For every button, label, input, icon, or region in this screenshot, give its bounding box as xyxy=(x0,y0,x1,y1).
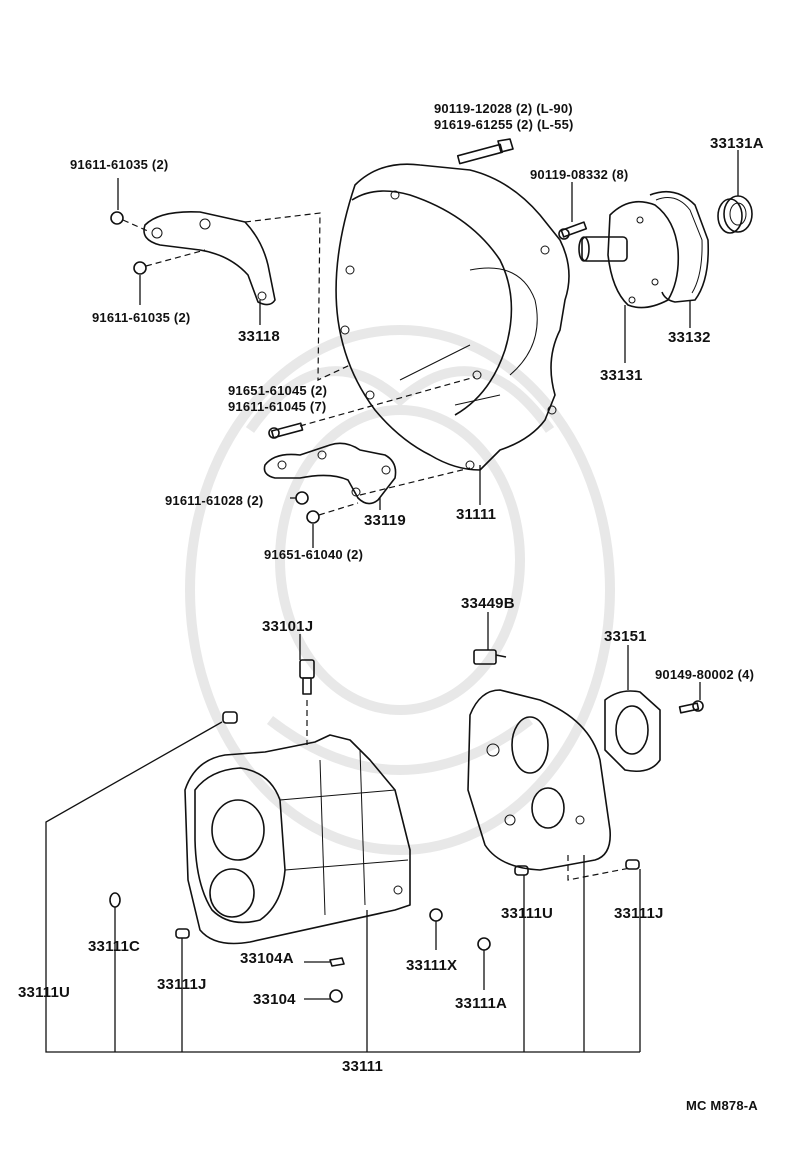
plug-33101J xyxy=(299,659,315,695)
bracket-33118 xyxy=(143,210,276,306)
diagram-code: MC M878-A xyxy=(686,1098,758,1113)
label-91611-61035-bottom: 91611-61035 (2) xyxy=(92,310,191,325)
dowel-33111J-right xyxy=(625,859,640,870)
label-31111: 31111 xyxy=(456,506,497,523)
label-33101J: 33101J xyxy=(262,618,314,635)
label-91651-61045: 91651-61045 (2) xyxy=(228,383,328,398)
bolt-90149-80002 xyxy=(678,700,704,714)
bracket-33119 xyxy=(263,442,397,505)
plug-33111X xyxy=(429,908,443,922)
label-91611-61045: 91611-61045 (7) xyxy=(228,399,327,414)
label-91619-61255: 91619-61255 (2) (L-55) xyxy=(434,117,574,132)
label-91611-61028: 91611-61028 (2) xyxy=(165,493,264,508)
label-90119-12028: 90119-12028 (2) (L-90) xyxy=(434,101,573,116)
label-91611-61035-top: 91611-61035 (2) xyxy=(70,157,169,172)
label-33111C: 33111C xyxy=(88,938,141,955)
label-33111U-right: 33111U xyxy=(501,905,554,922)
label-33111U-left: 33111U xyxy=(18,984,71,1001)
retainer-33131 xyxy=(578,200,680,309)
leader-lines xyxy=(45,150,739,1053)
oil-seal-33131A xyxy=(717,195,753,234)
label-33132: 33132 xyxy=(668,329,711,346)
plug-33104 xyxy=(329,989,343,1003)
label-33449B: 33449B xyxy=(461,595,515,612)
label-33118: 33118 xyxy=(238,328,280,345)
nut-91611-61028 xyxy=(295,491,309,505)
plug-33104A xyxy=(329,957,345,967)
nut-91611-61035-top xyxy=(110,211,124,225)
label-33104: 33104 xyxy=(253,991,296,1008)
label-33111X: 33111X xyxy=(406,957,458,974)
label-33119: 33119 xyxy=(364,512,406,529)
dowel-33111J-left xyxy=(175,928,190,939)
cover-33151 xyxy=(604,690,661,773)
bell-housing-31111 xyxy=(335,163,570,471)
watermark-emblem xyxy=(185,325,615,855)
dowel-33111U-left xyxy=(222,711,238,724)
adapter-plate xyxy=(467,689,612,871)
label-33111: 33111 xyxy=(342,1058,384,1075)
label-90119-08332: 90119-08332 (8) xyxy=(530,167,629,182)
label-33111J-right: 33111J xyxy=(614,905,664,922)
plug-33111C xyxy=(109,892,121,908)
label-33111J-left: 33111J xyxy=(157,976,207,993)
gasket-33132 xyxy=(649,190,710,303)
label-33131A: 33131A xyxy=(710,135,764,152)
label-33151: 33151 xyxy=(604,628,647,645)
label-91651-61040: 91651-61040 (2) xyxy=(264,547,364,562)
label-90149-80002: 90149-80002 (4) xyxy=(655,667,755,682)
bolt-91651-61045 xyxy=(268,422,304,439)
transmission-case-33111 xyxy=(184,734,411,945)
bolt-90119-12028 xyxy=(456,138,514,165)
bolt-90119-08332 xyxy=(558,221,588,240)
nut-91611-61035-bottom xyxy=(133,261,147,275)
plug-33111A xyxy=(477,937,491,951)
nut-91651-61040 xyxy=(306,510,320,524)
sensor-33449B xyxy=(473,649,507,665)
label-33131: 33131 xyxy=(600,367,643,384)
label-33104A: 33104A xyxy=(240,950,294,967)
dowel-33111U-right xyxy=(514,865,529,876)
label-33111A: 33111A xyxy=(455,995,508,1012)
